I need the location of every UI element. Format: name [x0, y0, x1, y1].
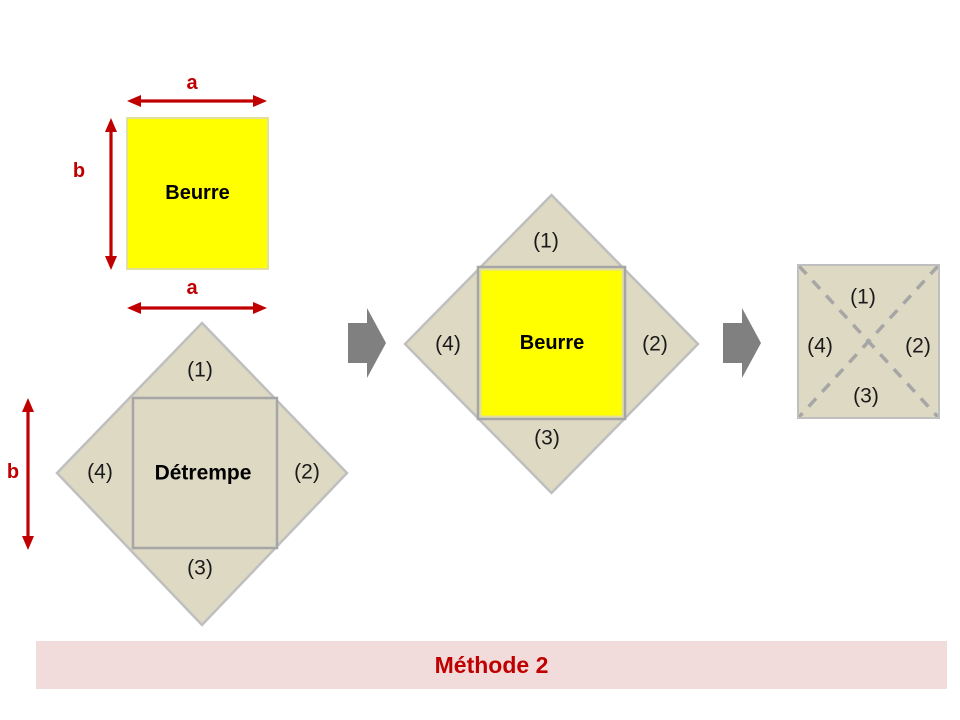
dim-a-bottom-label: a	[186, 277, 198, 299]
fold-lines-icon	[799, 266, 938, 417]
dim-a-top-label: a	[186, 72, 198, 94]
dim-b-detrempe-label: b	[6, 461, 20, 483]
dim-arrow-a-bottom-icon	[127, 302, 267, 314]
butter-square: Beurre	[126, 117, 269, 270]
detrempe-flap-2-label: (2)	[294, 460, 320, 484]
wrapping-flap-2-label: (2)	[642, 332, 668, 356]
step-arrow-1-icon	[348, 308, 386, 378]
dim-b-butter-label: b	[72, 160, 86, 182]
folded-flap-4-label: (4)	[807, 334, 833, 358]
folded-flap-1-label: (1)	[850, 285, 876, 309]
dim-arrow-a-top-icon	[127, 95, 267, 107]
step-arrow-2-icon	[723, 308, 761, 378]
butter-square-label: Beurre	[165, 182, 230, 204]
method-title: Méthode 2	[434, 651, 549, 678]
folded-flap-2-label: (2)	[905, 334, 931, 358]
detrempe-label: Détrempe	[154, 461, 252, 485]
detrempe-flap-1-label: (1)	[187, 358, 213, 382]
wrapping-butter-label: Beurre	[519, 332, 585, 354]
wrapping-flap-4-label: (4)	[435, 332, 461, 356]
wrapping-flap-3-label: (3)	[534, 426, 560, 450]
detrempe-diamond	[55, 321, 349, 627]
dim-arrow-b-detrempe-icon	[22, 398, 34, 550]
detrempe-flap-4-label: (4)	[87, 460, 113, 484]
wrapping-diamond	[403, 193, 700, 495]
wrapping-flap-1-label: (1)	[533, 229, 559, 253]
dim-arrow-b-butter-icon	[105, 118, 117, 270]
method-banner: Méthode 2	[36, 641, 947, 689]
detrempe-flap-3-label: (3)	[187, 556, 213, 580]
folded-flap-3-label: (3)	[853, 384, 879, 408]
folded-square	[797, 264, 940, 419]
